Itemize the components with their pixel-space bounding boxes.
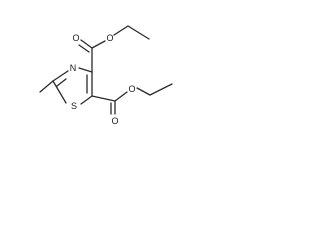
- atom-lower-carbonyl-oxygen: O: [111, 116, 118, 126]
- bond-c5-s1: [80, 95, 93, 105]
- bond-upper-c-o-single: [91, 40, 106, 49]
- bond-s1-c2: [52, 80, 67, 104]
- bond-c2-methyl: [39, 80, 54, 93]
- structure-diagram: N S O O O O: [39, 25, 173, 126]
- bond-upper-c-o-double: [80, 39, 93, 49]
- atom-sulfur: S: [71, 101, 77, 111]
- atom-nitrogen: N: [70, 63, 77, 73]
- bond-c2-n3-double: [56, 78, 67, 87]
- bond-lower-o-ch2: [136, 87, 151, 96]
- atom-lower-ester-oxygen: O: [128, 84, 135, 94]
- atom-upper-ester-oxygen: O: [106, 33, 113, 43]
- bond-c2-n3: [52, 70, 69, 82]
- bond-lower-ch2-ch3: [149, 83, 173, 96]
- bond-n3-c4: [78, 67, 93, 73]
- bond-c5-carbonyl-carbon: [91, 95, 116, 102]
- atom-upper-carbonyl-oxygen: O: [72, 33, 79, 43]
- bond-upper-ch2-ch3: [127, 25, 150, 40]
- bond-lower-c-o-single: [114, 91, 128, 102]
- bond-upper-o-ch2: [113, 25, 129, 36]
- bond-upper-c-o-double-2: [78, 44, 90, 53]
